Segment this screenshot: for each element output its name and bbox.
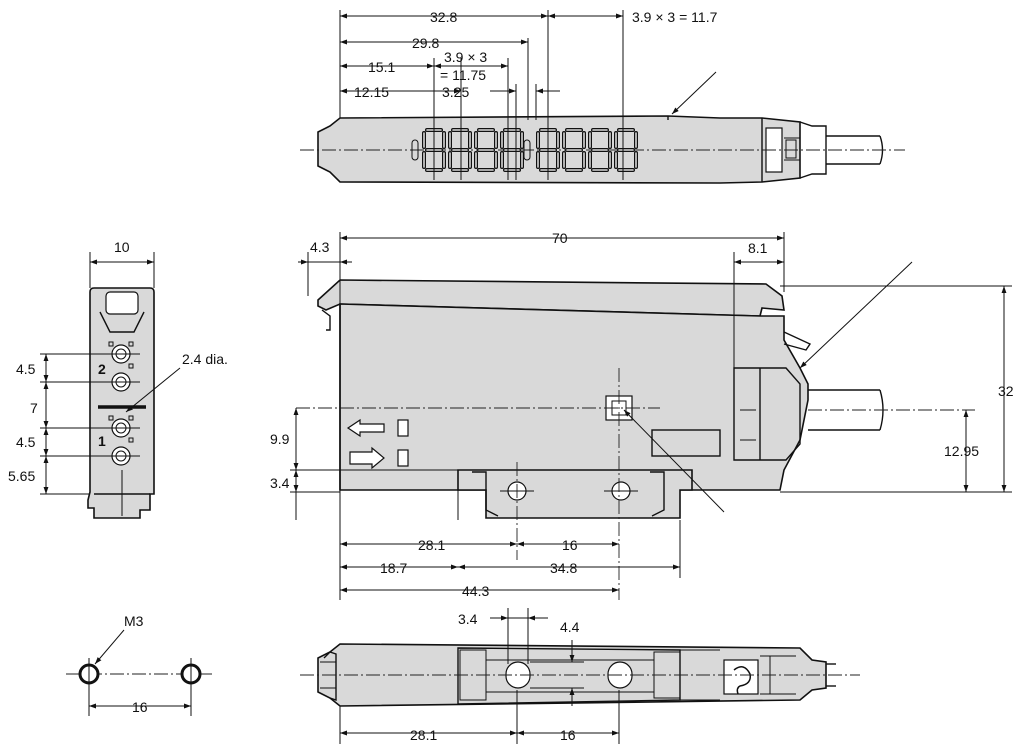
seven-segment-digit: [614, 128, 638, 172]
dim-15-1: 15.1: [368, 59, 395, 75]
seven-segment-digit: [588, 128, 612, 172]
dim-8-1: 8.1: [748, 240, 768, 256]
dim-11-75: = 11.75: [440, 67, 486, 83]
top-view-body: [317, 115, 801, 184]
dim-4-5-lower: 4.5: [16, 434, 36, 450]
seven-segment-digit: [448, 128, 472, 172]
dim-32-8: 32.8: [430, 9, 457, 25]
dim-9-9: 9.9: [270, 431, 290, 447]
arrow-right-icon: [349, 446, 409, 470]
side-view-body: [87, 287, 155, 519]
mounting-foot: [457, 469, 693, 519]
side-view: 2 1 10 4.5 7 4.5 5.65 2.4 dia.: [8, 239, 228, 519]
dim-12-95: 12.95: [944, 443, 979, 459]
dim-10: 10: [114, 239, 130, 255]
dim-16-holes: 16: [132, 699, 148, 715]
dim-m3: M3: [124, 613, 144, 629]
dim-32: 32: [998, 383, 1014, 399]
seven-segment-digit: [474, 128, 498, 172]
seven-segment-digit: [500, 128, 524, 172]
front-view-body: [339, 303, 809, 491]
dim-16-bottom: 16: [560, 727, 576, 743]
dim-28-1-bottom: 28.1: [410, 727, 437, 743]
dim-3-25: 3.25: [442, 84, 469, 100]
seven-segment-digit: [562, 128, 586, 172]
dim-4-4: 4.4: [560, 619, 580, 635]
dim-7: 7: [30, 400, 38, 416]
dim-34-8: 34.8: [550, 560, 577, 576]
front-view: 4.3 70 8.1 32 12.95 9.9 3.4 28.1 16 18.7…: [270, 230, 1014, 600]
arrow-left-icon: [346, 418, 409, 438]
top-view: 32.8 3.9 × 3 = 11.7 29.8 15.1 3.9 × 3 = …: [300, 9, 905, 184]
dim-3-4-front: 3.4: [270, 475, 290, 491]
dim-2-4-dia: 2.4 dia.: [182, 351, 228, 367]
bottom-view: 3.4 4.4 28.1 16: [300, 608, 860, 744]
port-label-2: 2: [98, 361, 106, 377]
dim-12-15: 12.15: [354, 84, 389, 100]
dim-4-5-upper: 4.5: [16, 361, 36, 377]
dim-5-65: 5.65: [8, 468, 35, 484]
dim-3-9x3-11-7: 3.9 × 3 = 11.7: [632, 9, 718, 25]
dim-28-1-front: 28.1: [418, 537, 445, 553]
port-label-1: 1: [98, 433, 106, 449]
dim-70: 70: [552, 230, 568, 246]
dim-29-8: 29.8: [412, 35, 439, 51]
mounting-holes-view: 16 M3: [66, 613, 214, 716]
dim-4-3: 4.3: [310, 239, 330, 255]
dim-16-front: 16: [562, 537, 578, 553]
dim-3-9x3: 3.9 × 3: [444, 49, 487, 65]
dim-44-3: 44.3: [462, 583, 489, 599]
dim-3-4-bottom: 3.4: [458, 611, 478, 627]
dim-18-7: 18.7: [380, 560, 407, 576]
seven-segment-digit: [536, 128, 560, 172]
